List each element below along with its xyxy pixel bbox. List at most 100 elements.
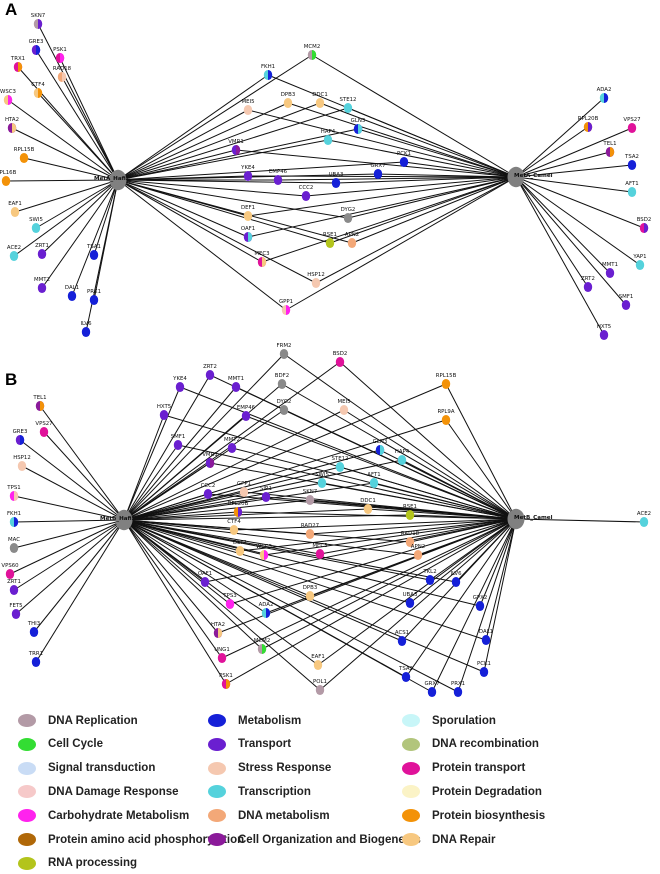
- node-a-meta-hafiz[interactable]: MetA_Hafiz: [94, 169, 129, 191]
- node-a-rad18[interactable]: RAD18: [53, 66, 72, 83]
- node-a-vmr1[interactable]: VMR1: [228, 139, 244, 156]
- node-b-yke4[interactable]: YKE4: [172, 376, 187, 393]
- node-b-trr1[interactable]: TRR1: [28, 651, 43, 668]
- node-b-zrt1[interactable]: ZRT1: [7, 579, 21, 596]
- node-b-ste12[interactable]: STE12: [332, 456, 349, 473]
- node-a-trx1[interactable]: TRX1: [10, 56, 25, 73]
- node-b-tps3[interactable]: TPS3: [222, 593, 237, 610]
- node-b-def1[interactable]: DEF1: [233, 540, 247, 557]
- node-b-ddc1[interactable]: DDC1: [360, 498, 376, 515]
- node-a-tsa1[interactable]: TSA1: [86, 244, 101, 261]
- node-b-ctf4[interactable]: CTF4: [227, 519, 241, 536]
- node-b-mmt1[interactable]: MMT1: [228, 376, 244, 393]
- node-b-vps60[interactable]: VPS60: [1, 563, 19, 580]
- node-a-tsa2[interactable]: TSA2: [624, 154, 639, 171]
- node-b-gpp1[interactable]: GPP1: [237, 481, 251, 498]
- node-b-hap4[interactable]: HAP4: [395, 449, 410, 466]
- node-b-gre3[interactable]: GRE3: [13, 429, 28, 446]
- node-b-rpl20b[interactable]: RPL20B: [228, 501, 249, 518]
- node-a-rpl20b[interactable]: RPL20B: [578, 116, 599, 133]
- node-b-rpl9a[interactable]: RPL9A: [437, 409, 455, 426]
- node-b-mec3[interactable]: MEC3: [312, 543, 328, 560]
- node-b-sir1[interactable]: SIR1: [260, 486, 272, 503]
- node-b-hxt5[interactable]: HXT5: [157, 404, 171, 421]
- node-b-acs1[interactable]: ACS1: [395, 630, 409, 647]
- node-b-emp46[interactable]: EMP46: [237, 405, 256, 422]
- node-b-mac[interactable]: MAC: [8, 537, 20, 554]
- node-b-oaf1[interactable]: OAF1: [198, 571, 212, 588]
- node-b-tsa2[interactable]: TSA2: [398, 666, 413, 683]
- node-a-ddc1[interactable]: DDC1: [312, 92, 328, 109]
- node-b-prx1[interactable]: PRX1: [451, 681, 465, 698]
- node-b-tkl2[interactable]: TKL2: [422, 569, 437, 586]
- node-a-uba3[interactable]: UBA3: [329, 172, 344, 189]
- node-a-fkh1[interactable]: FKH1: [261, 64, 275, 81]
- node-b-thi3[interactable]: THI3: [27, 621, 40, 638]
- node-b-pck1[interactable]: PCK1: [477, 661, 491, 678]
- node-a-mei5[interactable]: MEI5: [241, 99, 255, 116]
- node-a-wsc3[interactable]: WSC3: [0, 89, 16, 106]
- node-a-hsp12[interactable]: HSP12: [307, 272, 325, 289]
- node-a-ilv6[interactable]: ILV6: [80, 321, 92, 338]
- node-b-vps27[interactable]: VPS27: [35, 421, 53, 438]
- node-b-rad27[interactable]: RAD27: [301, 523, 319, 540]
- node-a-psk1[interactable]: PSK1: [53, 47, 67, 64]
- node-b-fet5[interactable]: FET5: [9, 603, 23, 620]
- node-a-gpp1[interactable]: GPP1: [279, 299, 293, 316]
- node-a-hta2[interactable]: HTA2: [5, 117, 19, 134]
- node-b-smf1[interactable]: SMF1: [171, 434, 186, 451]
- node-a-meta-camel[interactable]: MetA_Camel: [507, 166, 553, 188]
- node-b-rpl15b[interactable]: RPL15B: [436, 373, 457, 390]
- node-a-ada2[interactable]: ADA2: [597, 87, 612, 104]
- node-b-tel1[interactable]: TEL1: [32, 395, 47, 412]
- node-a-hap4[interactable]: HAP4: [321, 129, 336, 146]
- node-b-skn7[interactable]: SKN7: [303, 489, 317, 506]
- node-a-ccc2[interactable]: CCC2: [299, 185, 314, 202]
- node-a-zrt2[interactable]: ZRT2: [581, 276, 595, 293]
- node-b-dal1[interactable]: DAL1: [479, 629, 493, 646]
- node-a-mec3[interactable]: MEC3: [254, 251, 270, 268]
- node-b-ace2[interactable]: ACE2: [637, 511, 651, 528]
- node-a-hxt5[interactable]: HXT5: [597, 324, 611, 341]
- node-a-mmt1[interactable]: MMT1: [602, 262, 618, 279]
- node-a-tel1[interactable]: TEL1: [602, 141, 617, 158]
- node-b-eaf1[interactable]: EAF1: [311, 654, 325, 671]
- node-b-swi5[interactable]: SWI5: [315, 472, 329, 489]
- node-a-dal1[interactable]: DAL1: [65, 285, 79, 302]
- node-b-aft1[interactable]: AFT1: [367, 472, 381, 489]
- node-a-grx7[interactable]: GRX7: [370, 163, 386, 180]
- node-a-aft1[interactable]: AFT1: [625, 181, 639, 198]
- node-a-zrt1[interactable]: ZRT1: [35, 243, 49, 260]
- node-b-tps1[interactable]: TPS1: [6, 485, 21, 502]
- node-b-mmt2[interactable]: MMT2: [224, 437, 240, 454]
- node-b-metb-hafiz[interactable]: MetB_Hafiz: [100, 509, 135, 531]
- node-b-ung1[interactable]: UNG1: [214, 647, 230, 664]
- node-b-uba3[interactable]: UBA3: [403, 592, 418, 609]
- node-a-yke4[interactable]: YKE4: [240, 165, 255, 182]
- node-b-hta2[interactable]: HTA2: [211, 622, 225, 639]
- node-b-rad18[interactable]: RAD18: [401, 531, 420, 548]
- node-a-bsd2[interactable]: BSD2: [637, 217, 652, 234]
- node-b-ilv6[interactable]: ILV6: [450, 571, 462, 588]
- node-b-mei5[interactable]: MEI5: [337, 399, 351, 416]
- node-b-rse1[interactable]: RSE1: [403, 504, 417, 521]
- node-a-smf1[interactable]: SMF1: [619, 294, 634, 311]
- node-b-gln3[interactable]: GLN3: [373, 439, 388, 456]
- node-b-ada2[interactable]: ADA2: [259, 602, 274, 619]
- node-a-swi5[interactable]: SWI5: [29, 217, 43, 234]
- node-a-eaf1[interactable]: EAF1: [8, 201, 22, 218]
- node-a-prx1[interactable]: PRX1: [87, 289, 101, 306]
- node-b-gpx2[interactable]: GPX2: [473, 595, 488, 612]
- node-a-pck1[interactable]: PCK1: [397, 151, 411, 168]
- node-b-zrt2[interactable]: ZRT2: [203, 364, 217, 381]
- node-a-yap1[interactable]: YAP1: [632, 254, 647, 271]
- node-b-dyg2[interactable]: DYG2: [277, 399, 292, 416]
- node-b-bsd2[interactable]: BSD2: [333, 351, 348, 368]
- node-a-mmt2[interactable]: MMT2: [34, 277, 50, 294]
- node-b-dpb3[interactable]: DPB3: [303, 585, 318, 602]
- node-b-vmr1[interactable]: VMR1: [202, 452, 218, 469]
- node-a-emp46[interactable]: EMP46: [269, 169, 288, 186]
- node-a-rpl15b[interactable]: RPL15B: [14, 147, 35, 164]
- node-a-apn2[interactable]: APN2: [345, 232, 359, 249]
- node-a-rpl16b[interactable]: RPL16B: [0, 170, 17, 187]
